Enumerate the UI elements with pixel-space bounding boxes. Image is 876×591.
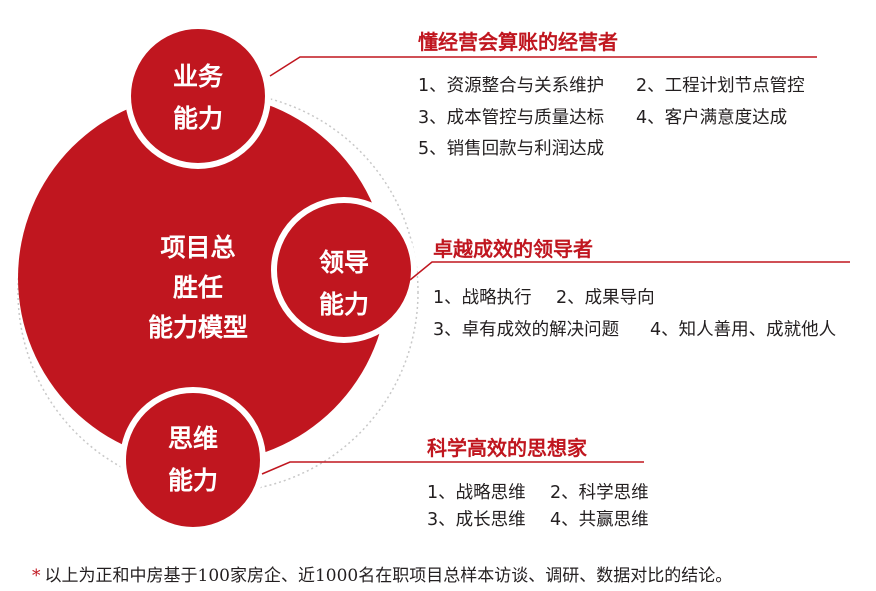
core-label-line-1: 项目总 xyxy=(160,233,236,262)
business-item-1: 1、资源整合与关系维护 xyxy=(418,76,605,96)
leadership-circle-label: 领导 能力 xyxy=(294,242,394,326)
dotted-orbit-ring xyxy=(17,91,419,493)
leadership-label-line-2: 能力 xyxy=(318,290,369,319)
business-circle-label: 业务 能力 xyxy=(148,56,248,140)
business-label-line-1: 业务 xyxy=(172,62,223,91)
leadership-item-3: 3、卓有成效的解决问题 xyxy=(433,320,620,340)
leadership-connector xyxy=(409,261,850,281)
thinking-item-2: 2、科学思维 xyxy=(550,483,649,503)
leadership-heading: 卓越成效的领导者 xyxy=(433,237,593,261)
business-item-2: 2、工程计划节点管控 xyxy=(636,76,805,96)
thinking-heading: 科学高效的思想家 xyxy=(427,436,587,460)
business-item-3: 3、成本管控与质量达标 xyxy=(418,108,605,128)
thinking-circle xyxy=(120,387,266,533)
business-connector xyxy=(269,56,817,77)
thinking-item-4: 4、共赢思维 xyxy=(550,510,649,530)
thinking-connector xyxy=(261,461,644,475)
business-label-line-2: 能力 xyxy=(172,104,223,133)
thinking-label-line-1: 思维 xyxy=(167,424,218,453)
thinking-item-1: 1、战略思维 xyxy=(427,483,526,503)
thinking-circle-label: 思维 能力 xyxy=(143,418,243,502)
footnote: *以上为正和中房基于100家房企、近1000名在职项目总样本访谈、调研、数据对比… xyxy=(32,561,732,586)
footnote-star: * xyxy=(32,566,41,586)
leadership-label-line-1: 领导 xyxy=(318,248,369,277)
footnote-text: 以上为正和中房基于100家房企、近1000名在职项目总样本访谈、调研、数据对比的… xyxy=(44,566,733,586)
business-item-4: 4、客户满意度达成 xyxy=(636,108,788,128)
business-circle xyxy=(125,23,271,169)
business-heading: 懂经营会算账的经营者 xyxy=(418,30,618,54)
leadership-item-4: 4、知人善用、成就他人 xyxy=(650,320,837,340)
core-circle-label: 项目总 胜任 能力模型 xyxy=(118,228,278,348)
core-label-line-2: 胜任 xyxy=(172,273,223,302)
thinking-item-3: 3、成长思维 xyxy=(427,510,526,530)
leadership-circle xyxy=(271,197,417,343)
core-label-line-3: 能力模型 xyxy=(147,313,248,342)
thinking-label-line-2: 能力 xyxy=(167,466,218,495)
leadership-item-2: 2、成果导向 xyxy=(556,288,655,308)
leadership-item-1: 1、战略执行 xyxy=(433,288,532,308)
business-item-5: 5、销售回款与利润达成 xyxy=(418,139,605,159)
core-circle xyxy=(18,93,388,463)
